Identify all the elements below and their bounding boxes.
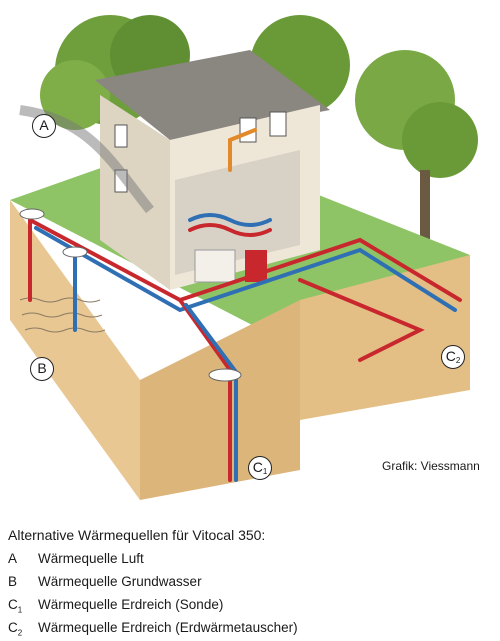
well-c1 xyxy=(208,368,242,382)
image-credit: Grafik: Viessmann xyxy=(382,459,480,473)
legend-code-letter: A xyxy=(8,551,18,566)
legend-code-letter: C xyxy=(8,597,18,612)
legend-label: Wärmequelle Erdreich (Sonde) xyxy=(38,597,224,612)
marker-c2-letter: C xyxy=(445,348,456,364)
legend-label: Wärmequelle Luft xyxy=(38,551,144,566)
marker-a: A xyxy=(32,114,56,138)
heat-pump-illustration xyxy=(10,15,478,500)
groundwater-layer xyxy=(19,297,106,333)
legend-code: C2 xyxy=(8,620,38,638)
well-b2 xyxy=(62,246,88,258)
soil-front xyxy=(140,300,300,500)
legend-code: C1 xyxy=(8,597,38,615)
well-b1 xyxy=(19,208,45,220)
legend-code-sub: 2 xyxy=(17,628,23,638)
legend-label: Wärmequelle Grundwasser xyxy=(38,574,202,589)
legend-item-b: B Wärmequelle Grundwasser xyxy=(8,574,202,592)
marker-c1-sub: 1 xyxy=(262,467,268,476)
caption: Alternative Wärmequellen für Vitocal 350… xyxy=(8,527,266,543)
marker-b-label: B xyxy=(37,360,47,376)
marker-c2: C2 xyxy=(441,345,465,369)
marker-c2-sub: 2 xyxy=(455,356,461,365)
legend-item-a: A Wärmequelle Luft xyxy=(8,551,144,569)
marker-a-label: A xyxy=(39,117,49,133)
marker-c1: C1 xyxy=(248,456,272,480)
legend-code-letter: C xyxy=(8,620,18,635)
legend-label: Wärmequelle Erdreich (Erdwärmetauscher) xyxy=(38,620,298,635)
legend-code: A xyxy=(8,551,38,569)
pipes xyxy=(28,128,462,482)
legend-code: B xyxy=(8,574,38,592)
house xyxy=(95,50,330,290)
legend-code-letter: B xyxy=(8,574,18,589)
soil-left xyxy=(10,200,140,500)
marker-b: B xyxy=(30,357,54,381)
marker-c1-letter: C xyxy=(252,459,263,475)
legend-code-sub: 1 xyxy=(17,605,23,615)
